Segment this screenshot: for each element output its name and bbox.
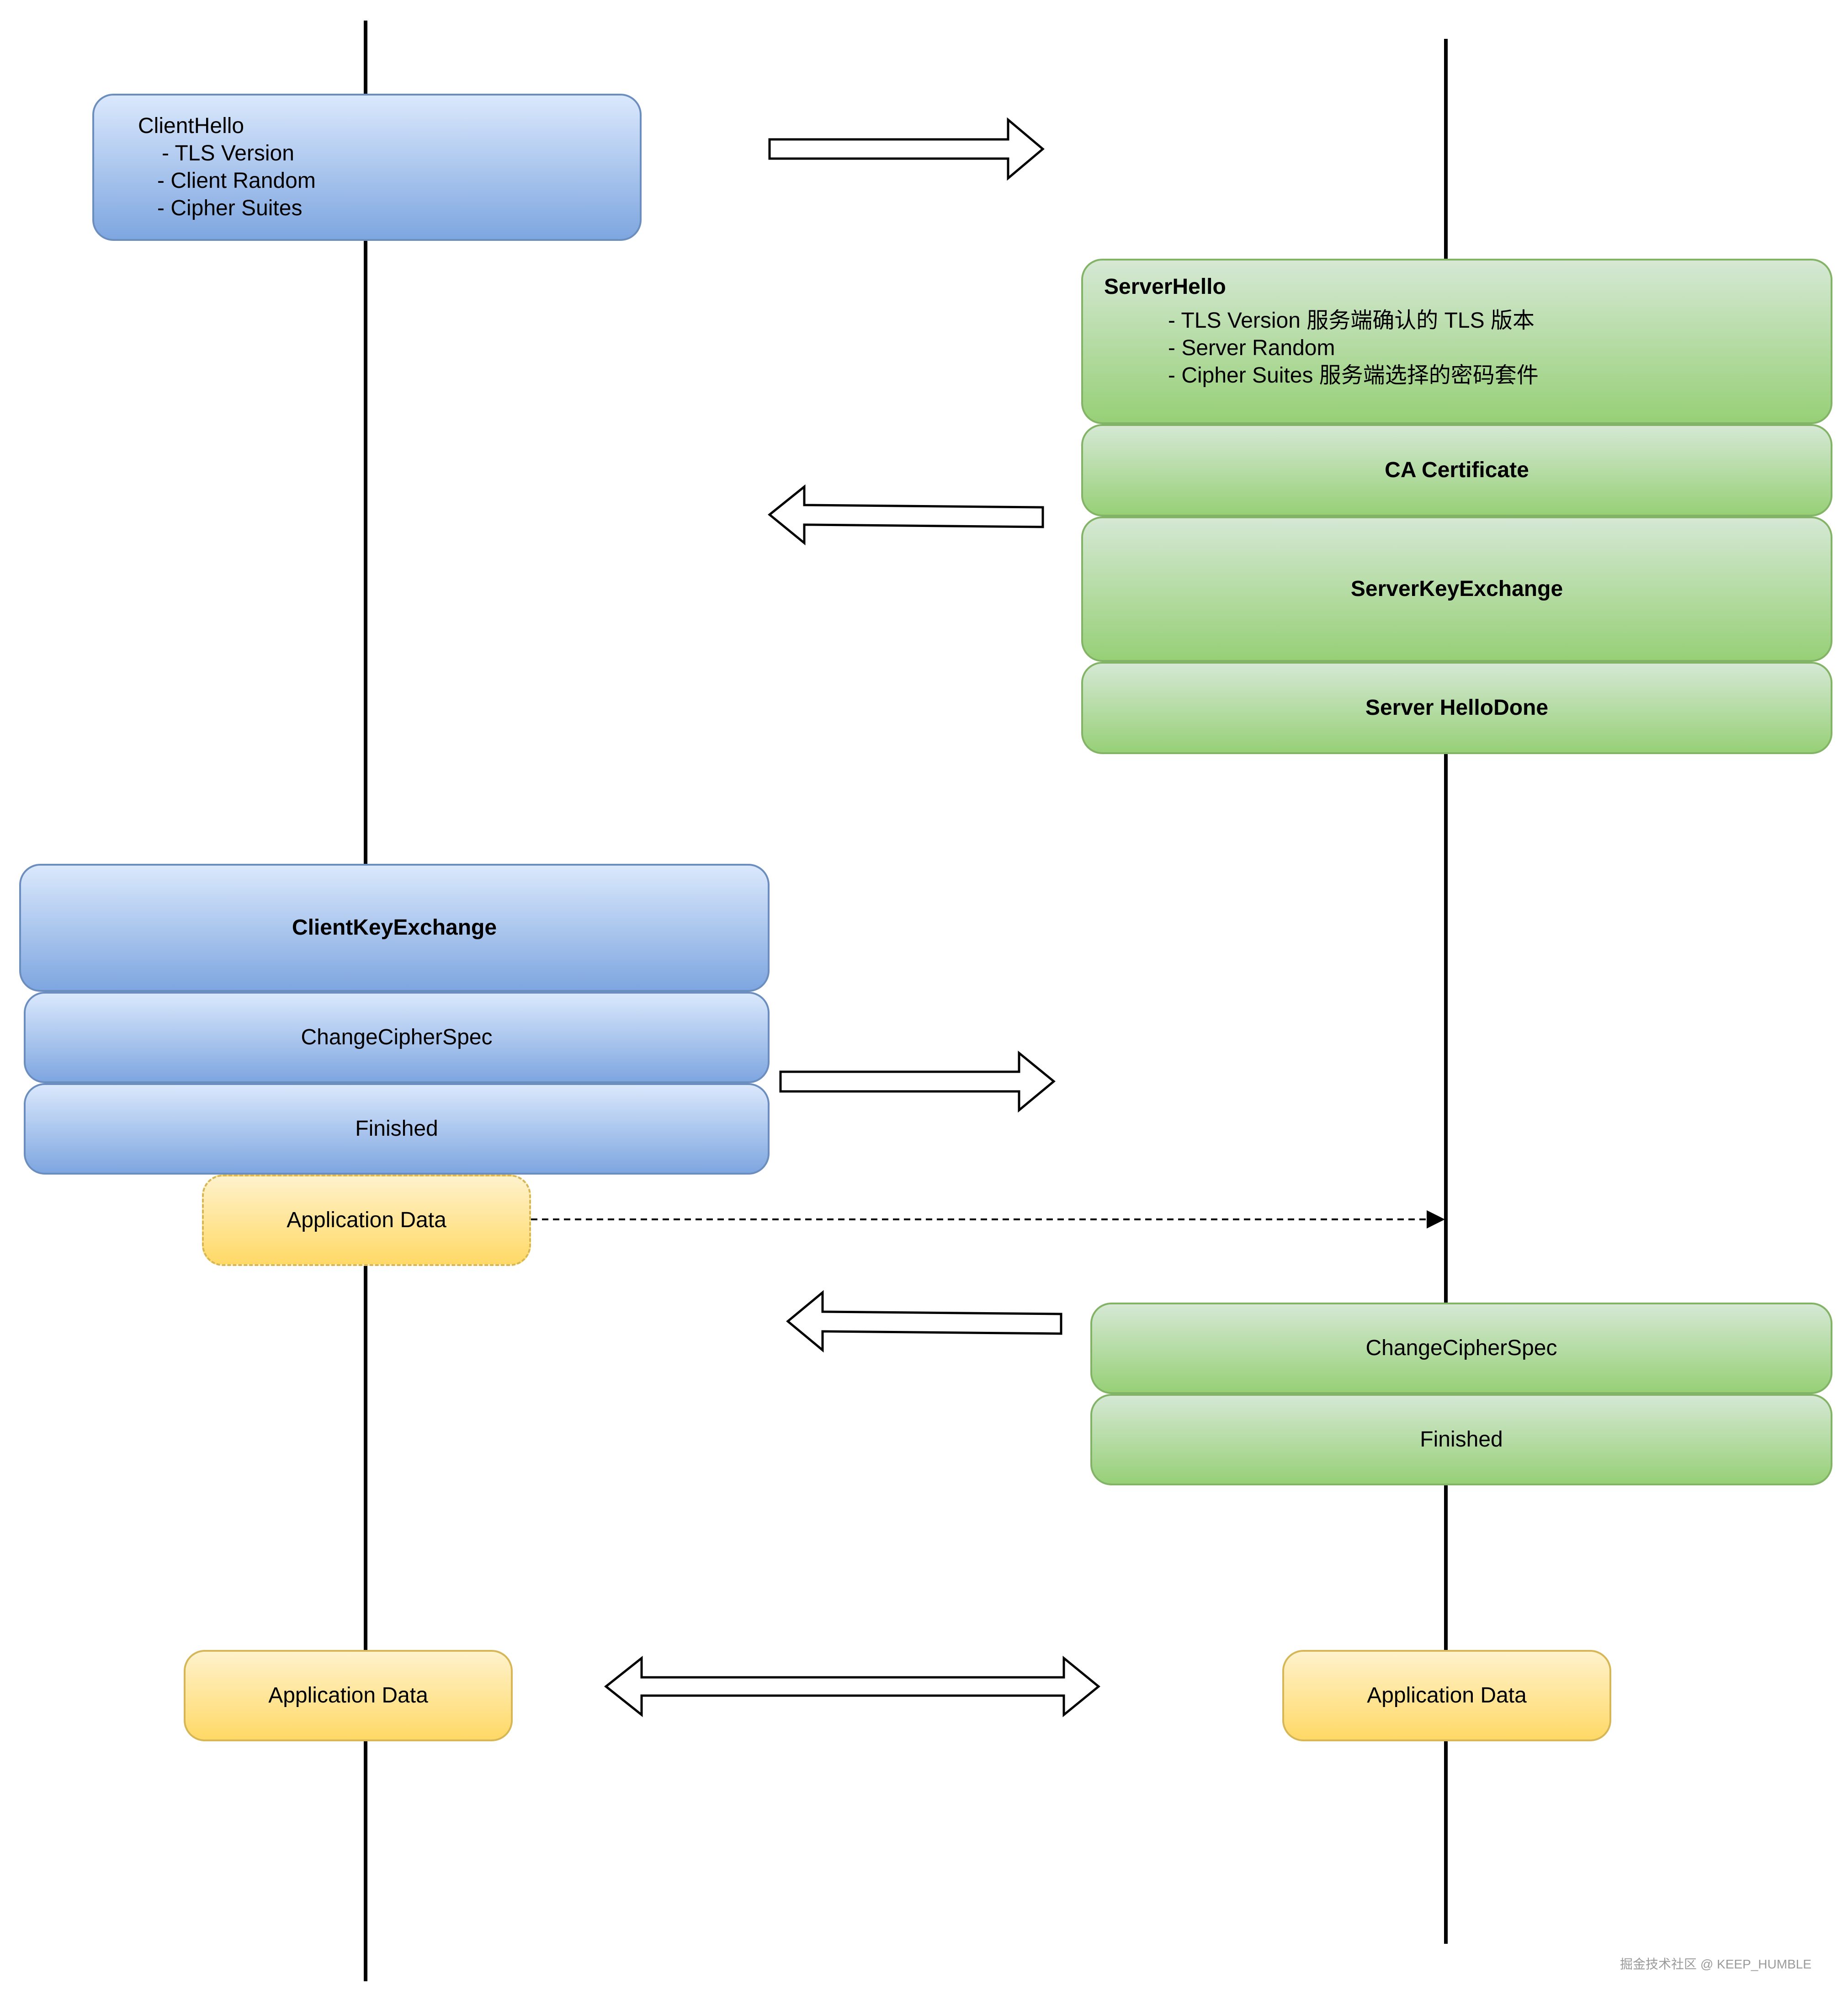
server-key-exchange-label: ServerKeyExchange <box>1350 577 1563 601</box>
server-key-exchange-box: ServerKeyExchange <box>1081 516 1832 662</box>
server-finished-box: Finished <box>1090 1394 1832 1485</box>
client-application-data-label: Application Data <box>268 1683 428 1707</box>
server-application-data-label: Application Data <box>1367 1683 1527 1707</box>
watermark: 掘金技术社区 @ KEEP_HUMBLE <box>1620 1957 1811 1971</box>
server-hello-item-cipher-suites: - Cipher Suites 服务端选择的密码套件 <box>1168 363 1539 388</box>
client-hello-item-client-random: - Client Random <box>157 169 316 193</box>
server-change-cipher-spec-box: ChangeCipherSpec <box>1090 1303 1832 1394</box>
arrow-application-data-bidirectional <box>604 1655 1100 1718</box>
client-key-exchange-box: ClientKeyExchange <box>19 864 770 992</box>
client-finished-box: Finished <box>24 1083 770 1175</box>
client-application-data-box: Application Data <box>184 1650 513 1741</box>
server-hello-item-tls-version: - TLS Version 服务端确认的 TLS 版本 <box>1168 309 1535 333</box>
ca-certificate-box: CA Certificate <box>1081 424 1832 516</box>
server-hello-done-box: Server HelloDone <box>1081 662 1832 754</box>
server-hello-item-server-random: - Server Random <box>1168 336 1335 360</box>
client-hello-item-cipher-suites: - Cipher Suites <box>157 196 303 220</box>
client-hello-item-tls-version: - TLS Version <box>162 141 294 165</box>
server-hello-title: ServerHello <box>1104 275 1226 299</box>
arrow-client-key-exchange-right <box>779 1050 1056 1113</box>
server-hello-done-label: Server HelloDone <box>1365 696 1549 720</box>
server-application-data-box: Application Data <box>1282 1650 1611 1741</box>
server-lifeline <box>1444 39 1448 1944</box>
ca-certificate-label: CA Certificate <box>1385 458 1529 482</box>
server-finished-label: Finished <box>1420 1427 1503 1452</box>
early-application-data-box: Application Data <box>202 1175 531 1266</box>
arrow-server-hello-left <box>768 484 1044 546</box>
arrow-client-hello-right <box>768 117 1045 181</box>
client-change-cipher-spec-label: ChangeCipherSpec <box>301 1025 493 1049</box>
arrow-server-finished-left <box>786 1290 1062 1353</box>
server-hello-box: ServerHello - TLS Version 服务端确认的 TLS 版本 … <box>1081 259 1832 424</box>
early-application-data-label: Application Data <box>287 1208 446 1232</box>
client-finished-label: Finished <box>355 1117 438 1141</box>
client-change-cipher-spec-box: ChangeCipherSpec <box>24 992 770 1083</box>
server-change-cipher-spec-label: ChangeCipherSpec <box>1365 1336 1557 1360</box>
client-hello-title: ClientHello <box>138 114 244 138</box>
client-hello-box: ClientHello - TLS Version - Client Rando… <box>92 94 642 241</box>
client-key-exchange-label: ClientKeyExchange <box>292 915 497 940</box>
